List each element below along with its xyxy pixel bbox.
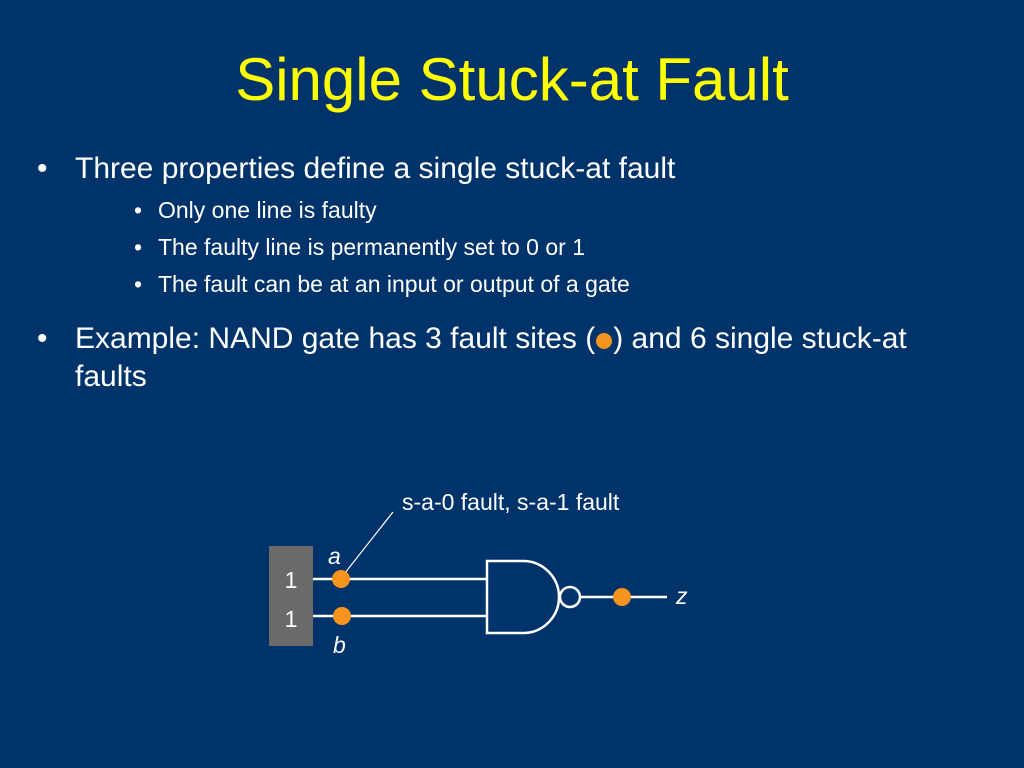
bullet-properties: • Three properties define a single stuck… xyxy=(37,150,955,188)
bullet-dot: • xyxy=(37,322,48,355)
example-text-before: Example: NAND gate has 3 fault sites ( xyxy=(75,322,596,355)
fault-site-z xyxy=(613,588,631,606)
bullet-text: Three properties define a single stuck-a… xyxy=(75,152,676,185)
sub-bullet-one-line: • Only one line is faulty xyxy=(134,195,958,225)
slide-title: Single Stuck-at Fault xyxy=(235,46,789,113)
input-vector-box xyxy=(269,546,313,646)
fault-site-a xyxy=(332,570,350,588)
input-b-label: b xyxy=(333,632,346,658)
input-value-a: 1 xyxy=(284,567,298,593)
sub-bullet-dot: • xyxy=(134,234,143,260)
sub-bullet-dot: • xyxy=(134,271,143,297)
nand-gate-body-icon xyxy=(485,559,561,635)
input-value-b: 1 xyxy=(284,606,298,632)
nand-bubble-icon xyxy=(558,585,582,609)
sub-bullet-location: • The fault can be at an input or output… xyxy=(134,269,958,299)
output-z-label: z xyxy=(676,583,688,609)
sub-bullet-text: The fault can be at an input or output o… xyxy=(158,271,630,297)
fault-type-label: s-a-0 fault, s-a-1 fault xyxy=(402,489,620,515)
bullet-example: • Example: NAND gate has 3 fault sites (… xyxy=(37,320,955,396)
fault-leader-line xyxy=(340,511,394,579)
fault-site-dot-icon xyxy=(596,333,613,349)
sub-bullet-dot: • xyxy=(134,197,143,223)
input-a-label: a xyxy=(328,543,341,569)
sub-bullet-text: Only one line is faulty xyxy=(158,197,377,223)
fault-site-b xyxy=(333,607,351,625)
sub-bullet-text: The faulty line is permanently set to 0 … xyxy=(158,234,585,260)
sub-bullet-permanent: • The faulty line is permanently set to … xyxy=(134,232,958,262)
example-text-after: ) and 6 single stuck-at faults xyxy=(75,322,907,393)
bullet-dot: • xyxy=(37,152,48,185)
